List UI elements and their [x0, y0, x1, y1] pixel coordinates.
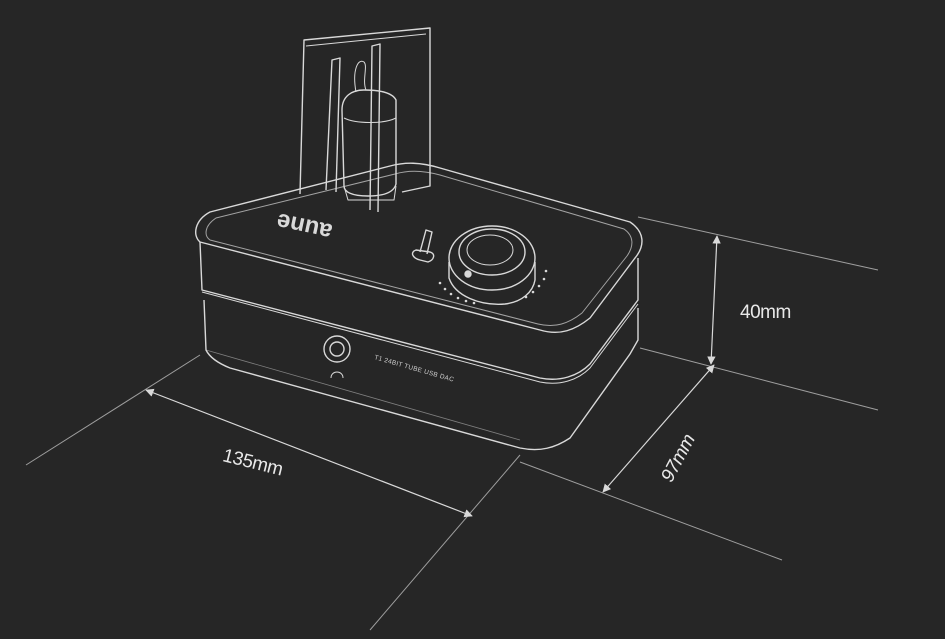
height-top-extension-line	[637, 216, 879, 271]
height-dimension-label: 40mm	[740, 302, 791, 323]
headphone-icon	[330, 371, 344, 379]
headphone-jack-outer	[323, 335, 351, 363]
depth-arrow	[602, 364, 715, 493]
extension-lines	[25, 216, 879, 631]
tube-cage-top-edge	[305, 33, 427, 47]
band-divider-line	[201, 291, 639, 384]
toggle-switch-base	[411, 249, 435, 263]
dimension-arrows	[145, 235, 721, 518]
model-label: T1 24BIT TUBE USB DAC	[373, 354, 454, 384]
lower-body-outline	[203, 299, 639, 451]
tube-cage-rear-plate	[299, 27, 431, 195]
device-body	[194, 27, 643, 451]
top-plate-outline	[194, 162, 643, 334]
volume-knob-side	[448, 262, 536, 305]
headphone-jack-inner	[329, 341, 345, 357]
width-left-extension-line	[25, 354, 201, 466]
height-bottom-extension-line	[639, 347, 879, 411]
upper-side-band	[199, 241, 639, 380]
volume-knob-cap	[458, 228, 526, 276]
width-right-extension-line	[369, 454, 521, 631]
vacuum-tube-tip	[354, 60, 367, 93]
tube-cage-left-post	[325, 57, 341, 193]
top-plate-inner-edge	[205, 170, 633, 327]
width-arrow	[145, 388, 473, 518]
volume-knob-outer	[448, 225, 536, 291]
tube-cage-right-post	[369, 43, 381, 213]
brand-logo: aune	[274, 207, 334, 245]
depth-front-extension-line	[519, 461, 783, 561]
height-arrow	[707, 235, 721, 365]
volume-knob-center	[466, 234, 514, 266]
toggle-switch-lever	[419, 229, 433, 255]
vacuum-tube-band	[343, 117, 397, 123]
volume-scale-dots	[438, 269, 548, 305]
volume-knob-indicator	[464, 270, 472, 278]
lower-body-shade-line	[205, 349, 521, 441]
vacuum-tube-socket	[343, 185, 397, 201]
